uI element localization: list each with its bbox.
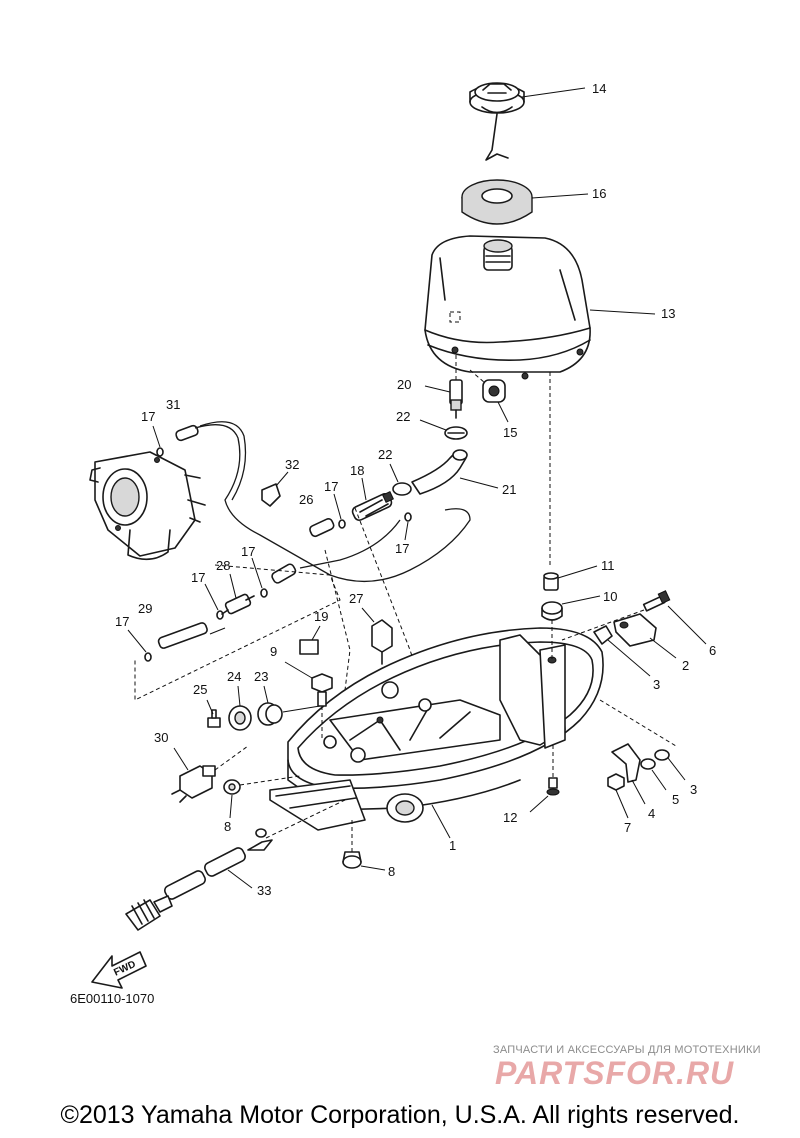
bracket-part (361, 607, 393, 665)
spacer-part (543, 565, 598, 591)
elbow-hose-part (411, 449, 499, 495)
callout-29: 29 (138, 601, 152, 616)
callout-23: 23 (254, 669, 268, 684)
callout-22: 22 (396, 409, 410, 424)
seal-24-part (228, 685, 252, 731)
fuel-filter-part (351, 477, 394, 521)
nut-7-part (607, 773, 629, 819)
washer-5-part (640, 758, 667, 791)
watermark-tagline: ЗАПЧАСТИ И АКСЕССУАРЫ ДЛЯ МОТОТЕХНИКИ (493, 1044, 761, 1056)
callout-33: 33 (257, 883, 271, 898)
clip-3-upper-part (593, 625, 651, 677)
screw-25-part (206, 699, 221, 728)
callout-4: 4 (648, 806, 655, 821)
callout-19: 19 (314, 609, 328, 624)
watermark-logo-text: PARTSFOR.RU (495, 1056, 734, 1090)
clamp-4-part (611, 743, 646, 805)
callout-17: 17 (241, 544, 255, 559)
fuel-joint-part (424, 355, 463, 419)
callout-17: 17 (191, 570, 205, 585)
callout-7: 7 (624, 820, 631, 835)
forward-direction-arrow: FWD (91, 951, 147, 989)
callout-3: 3 (690, 782, 697, 797)
callout-25: 25 (193, 682, 207, 697)
callout-14: 14 (592, 81, 606, 96)
cable-holder-part (613, 613, 677, 659)
grommet-part (541, 595, 601, 660)
label-plate-part (299, 625, 321, 655)
callout-9: 9 (270, 644, 277, 659)
wire-clip-part (261, 471, 289, 507)
callout-30: 30 (154, 730, 168, 745)
callout-22: 22 (378, 447, 392, 462)
callout-5: 5 (672, 792, 679, 807)
callout-8: 8 (224, 819, 231, 834)
callout-2: 2 (682, 658, 689, 673)
callout-20: 20 (397, 377, 411, 392)
fuel-cap-part (469, 82, 586, 161)
callout-31: 31 (166, 397, 180, 412)
hose-clip-lower-part (389, 463, 412, 496)
callout-10: 10 (603, 589, 617, 604)
callout-6: 6 (709, 643, 716, 658)
watermark-logo: PARTSFOR.RU (495, 1056, 734, 1090)
bottom-cowling-part (269, 627, 604, 839)
callout-26: 26 (299, 492, 313, 507)
stop-switch-part (171, 745, 249, 803)
callout-17: 17 (141, 409, 155, 424)
callout-3: 3 (653, 677, 660, 692)
hose-clips-17 (127, 425, 412, 662)
fuel-tank-part (424, 235, 656, 565)
screw-12-part (529, 745, 560, 813)
callout-28: 28 (216, 558, 230, 573)
grommet-8-lower-part (342, 818, 386, 871)
grommet-23-part (257, 685, 321, 726)
gasket-ring-part (461, 179, 589, 225)
hose-clip-upper-part (419, 419, 468, 440)
callout-17: 17 (115, 614, 129, 629)
callout-17: 17 (324, 479, 338, 494)
callout-12: 12 (503, 810, 517, 825)
diagram-code: 6E00110-1070 (70, 991, 155, 1006)
callout-labels: 14 16 13 20 22 15 31 17 32 26 17 18 22 2… (115, 81, 716, 898)
callout-24: 24 (227, 669, 241, 684)
callout-8: 8 (388, 864, 395, 879)
callout-15: 15 (503, 425, 517, 440)
callout-27: 27 (349, 591, 363, 606)
fuel-hose-routing (157, 421, 471, 649)
tank-grommet-part (469, 369, 509, 423)
callout-1: 1 (449, 838, 456, 853)
fuel-hose-33-part (125, 799, 346, 931)
connector-part (221, 573, 255, 615)
callout-13: 13 (661, 306, 675, 321)
bolt-6-part (561, 590, 707, 645)
callout-18: 18 (350, 463, 364, 478)
callout-21: 21 (502, 482, 516, 497)
clip-3-lower-part (599, 699, 686, 781)
callout-16: 16 (592, 186, 606, 201)
carburetor-intake-part (89, 451, 206, 561)
callout-32: 32 (285, 457, 299, 472)
callout-11: 11 (601, 558, 615, 573)
bolt-9-part (284, 661, 333, 740)
callout-17: 17 (395, 541, 409, 556)
copyright-notice: ©2013 Yamaha Motor Corporation, U.S.A. A… (60, 1101, 740, 1129)
grommet-8-upper-part (223, 775, 301, 819)
